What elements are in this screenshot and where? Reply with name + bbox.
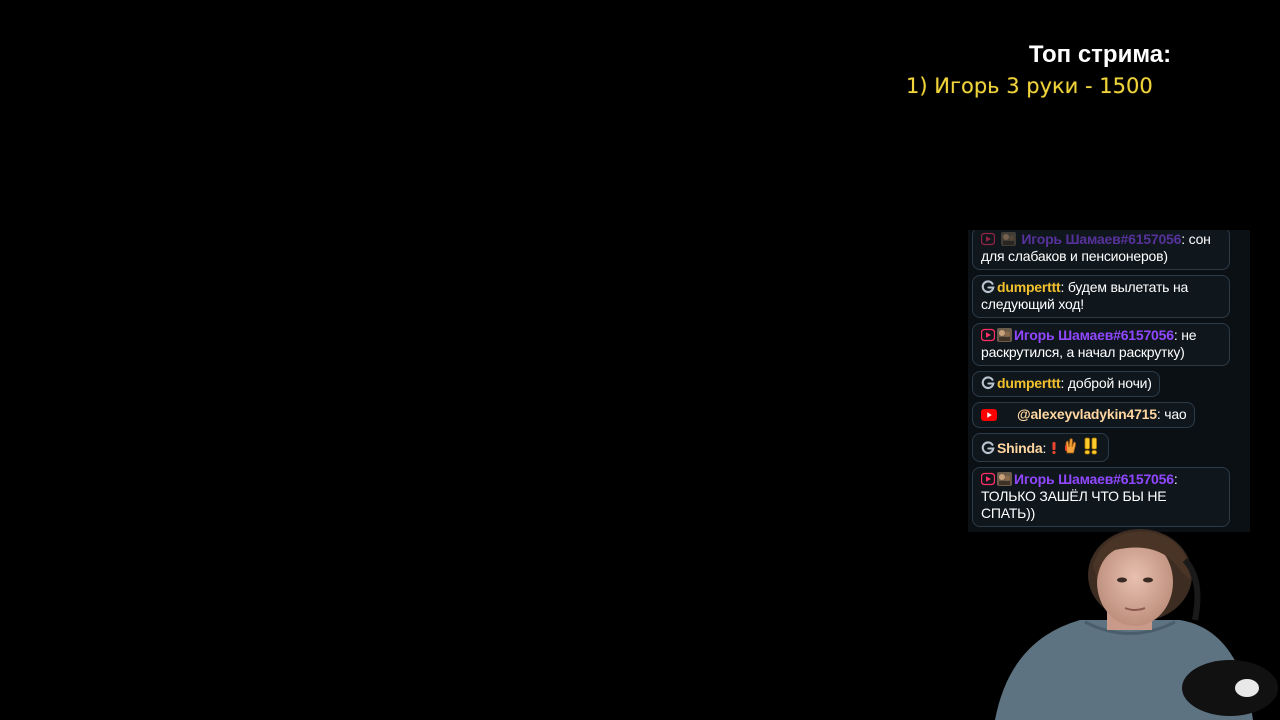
chat-text: будем вылетать на следующий ход!: [981, 279, 1189, 312]
chat-message: @alexeyvladykin4715: чао: [972, 402, 1195, 428]
chat-message: Игорь Шамаев#6157056: не раскрутился, а …: [972, 323, 1230, 366]
chat-message: Игорь Шамаев#6157056: ТОЛЬКО ЗАШЁЛ ЧТО БЫ…: [972, 467, 1230, 527]
top-stream-entry-1: 1) Игорь 3 руки - 1500: [906, 74, 1153, 98]
top-stream-title: Топ стрима:: [1028, 41, 1172, 68]
chat-username[interactable]: @alexeyvladykin4715: [1017, 406, 1157, 422]
youtube-play-icon: [981, 472, 995, 486]
youtube-play-icon: [981, 409, 997, 421]
chat-separator: :: [1060, 375, 1068, 391]
chat-username[interactable]: Игорь Шамаев#6157056: [1014, 327, 1174, 343]
chat-text: не раскрутился, а начал раскрутку): [981, 327, 1197, 360]
youtube-play-icon: [981, 232, 995, 246]
chat-message-list: Игорь Шамаев#6157056: сон для слабаков и…: [972, 230, 1246, 527]
chat-separator: :: [1173, 327, 1182, 343]
double-exclamation-emote-icon: [1084, 437, 1098, 455]
chat-username[interactable]: dumperttt: [997, 279, 1061, 295]
chat-username[interactable]: Shinda: [997, 440, 1043, 456]
chat-separator: :: [1156, 406, 1165, 422]
chat-username[interactable]: Игорь Шамаев#6157056: [1014, 471, 1174, 487]
member-badge-icon: [997, 472, 1012, 486]
chat-separator: :: [1042, 440, 1050, 456]
chat-separator: :: [1060, 279, 1068, 295]
chat-text: сон для слабаков и пенсионеров): [981, 231, 1211, 264]
chat-text: ТОЛЬКО ЗАШЁЛ ЧТО БЫ НЕ СПАТЬ)): [981, 488, 1167, 521]
chat-message: dumperttt: будем вылетать на следующий х…: [972, 275, 1230, 318]
hands-emote-icon: [1064, 438, 1076, 454]
webcam-feed: [995, 529, 1278, 720]
chat-separator: :: [1181, 231, 1189, 247]
microphone: [1182, 660, 1278, 716]
chat-text: чао: [1164, 406, 1187, 422]
member-badge-icon: [997, 328, 1012, 342]
chat-message: Игорь Шамаев#6157056: сон для слабаков и…: [972, 230, 1230, 270]
exclamation-emote-icon: [1052, 442, 1056, 454]
chat-text: доброй ночи): [1067, 375, 1152, 391]
streamer-face: [1097, 538, 1173, 626]
goodgame-g-icon: [981, 376, 995, 390]
member-badge-icon: [1000, 232, 1016, 246]
chat-panel[interactable]: Игорь Шамаев#6157056: сон для слабаков и…: [968, 230, 1250, 532]
youtube-play-icon: [981, 328, 995, 342]
chat-message: Shinda:: [972, 433, 1110, 462]
youtube-source-icon: [981, 231, 1021, 247]
chat-username[interactable]: Игорь Шамаев#6157056: [1021, 231, 1182, 247]
chat-username[interactable]: dumperttt: [997, 375, 1061, 391]
chat-separator: :: [1173, 471, 1178, 487]
chat-message: dumperttt: доброй ночи): [972, 371, 1160, 397]
goodgame-g-icon: [981, 280, 995, 294]
goodgame-g-icon: [981, 441, 995, 455]
